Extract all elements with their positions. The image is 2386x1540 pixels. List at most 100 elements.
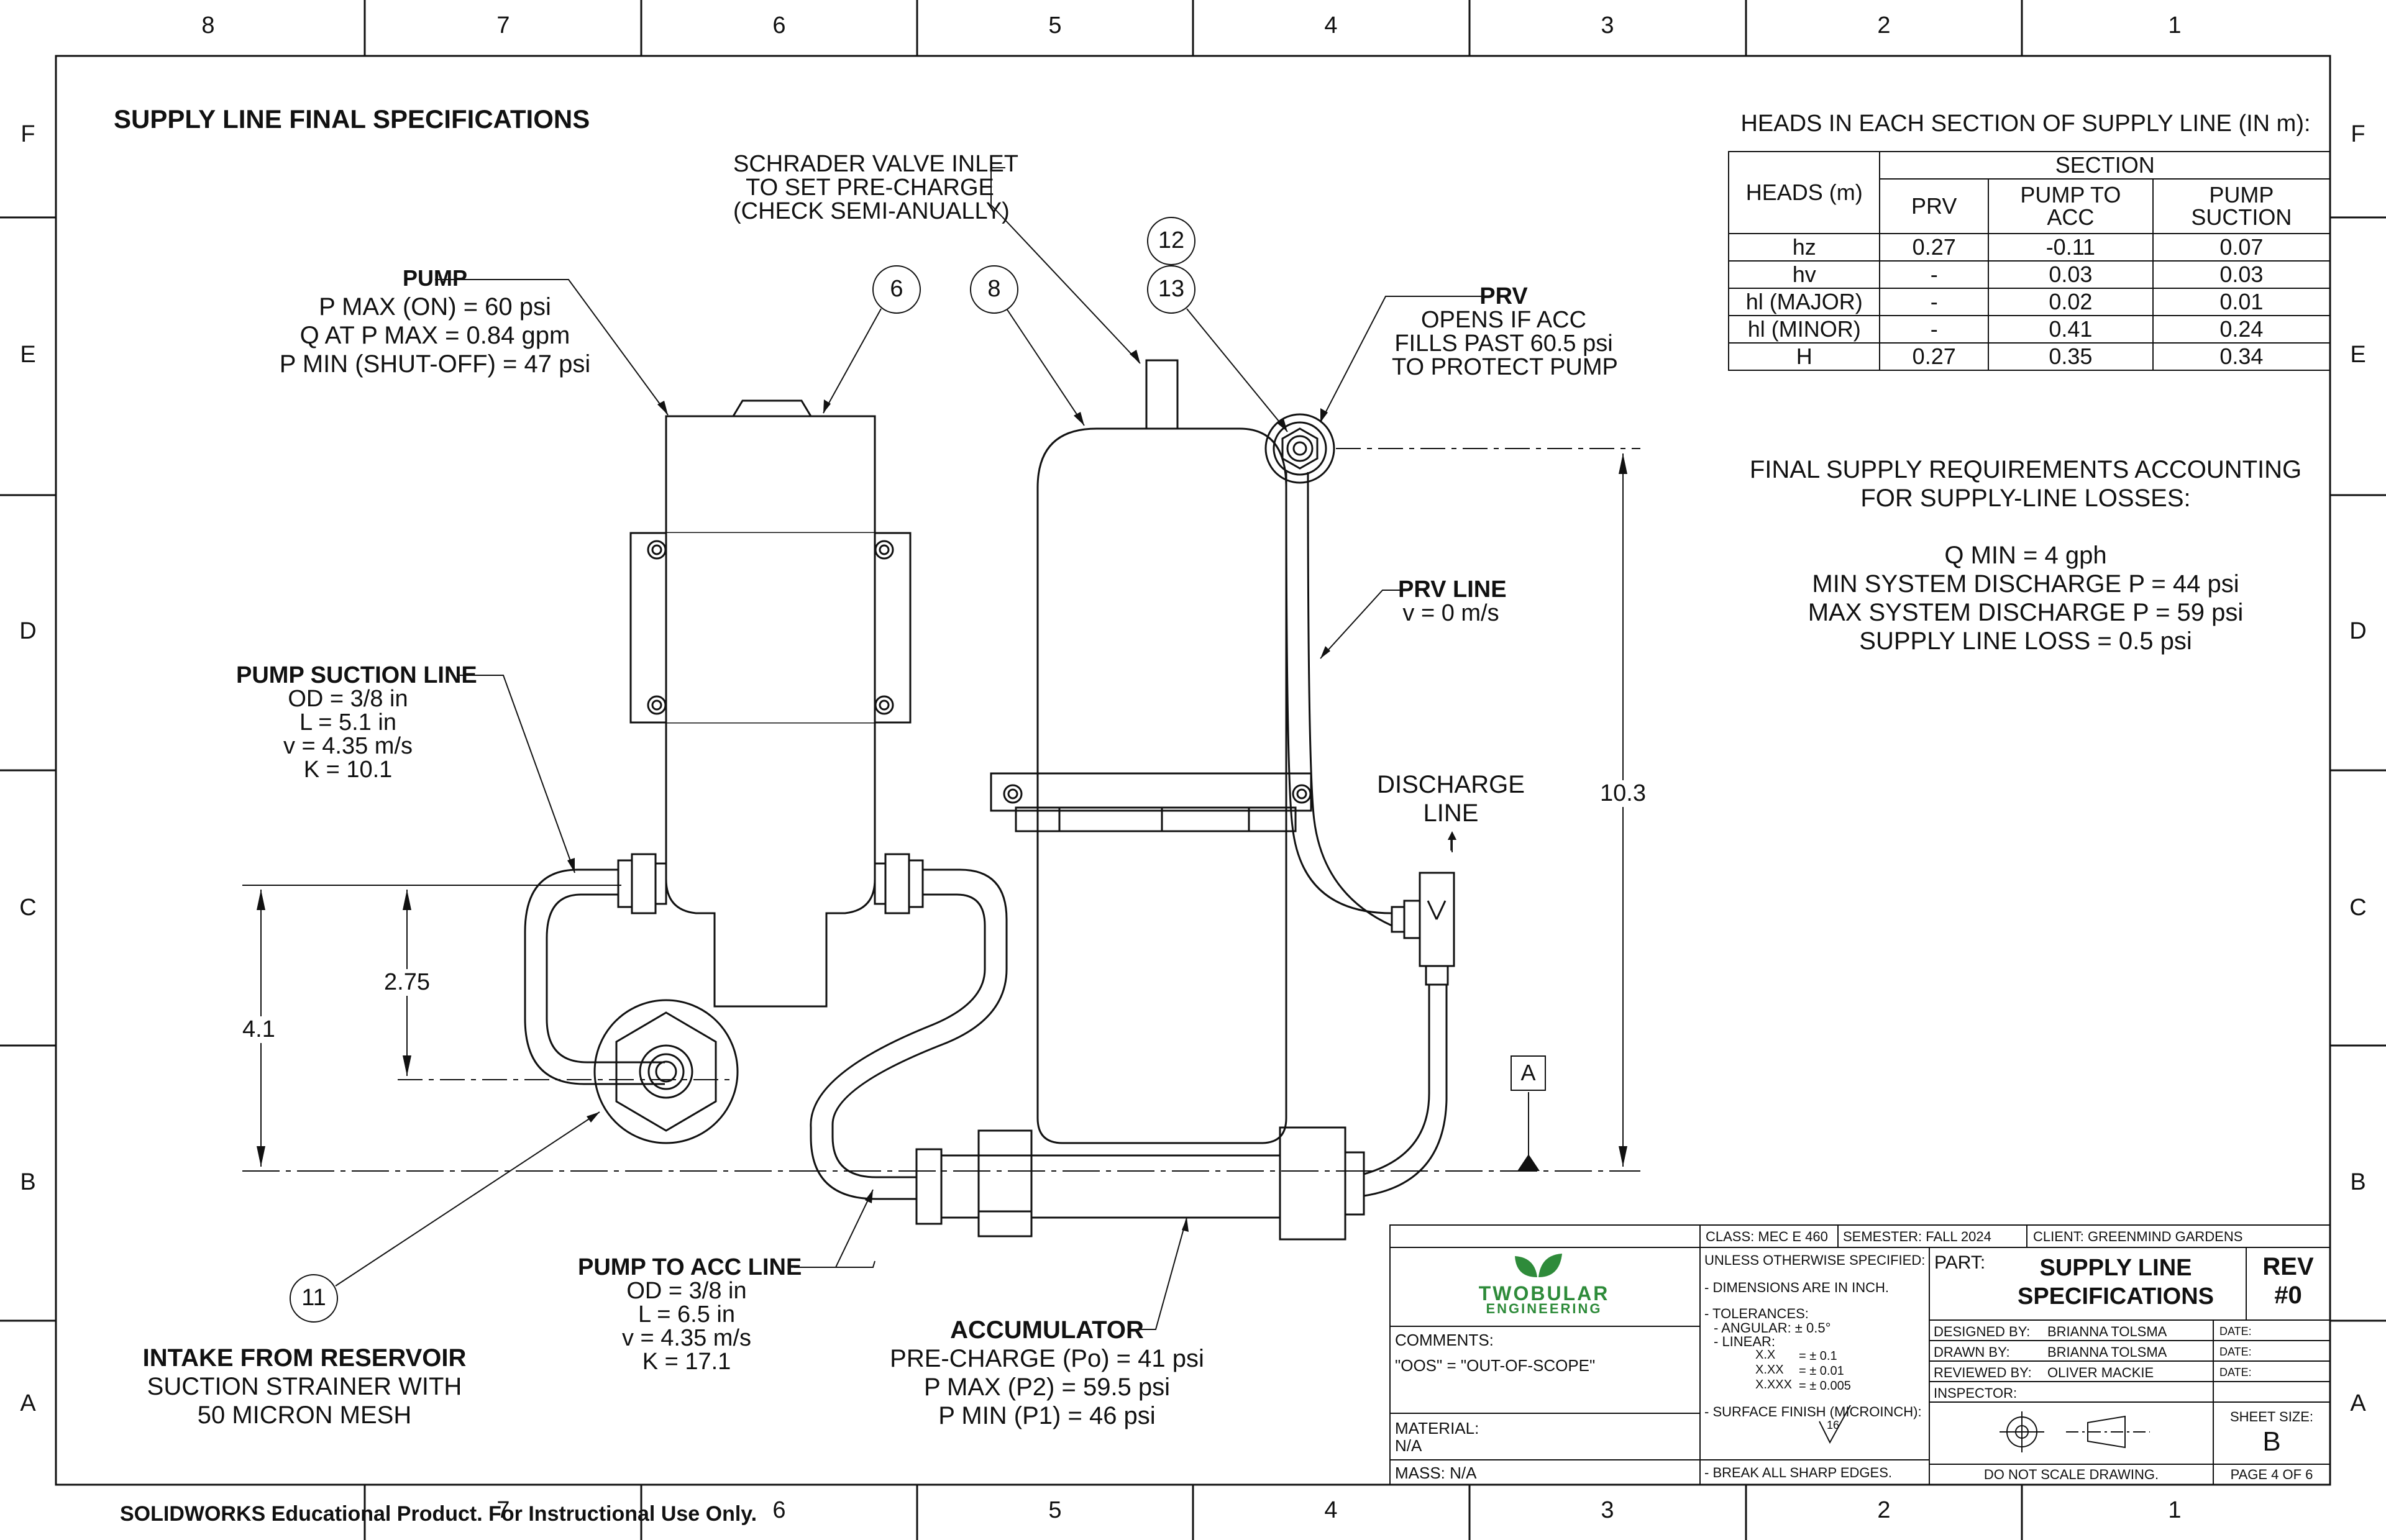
datum-label: A <box>1520 1060 1536 1085</box>
zone-label-bottom: 2 <box>1877 1497 1891 1523</box>
balloon-6: 6 <box>890 276 903 302</box>
prv-spec: TO PROTECT PUMP <box>1392 354 1618 380</box>
pump-suction-spec: K = 10.1 <box>303 757 393 783</box>
designed-by-label: DESIGNED BY: <box>1934 1324 2031 1339</box>
zone-label-left: A <box>20 1390 36 1416</box>
zone-label-left: C <box>19 895 37 921</box>
tolerances-note: - TOLERANCES: <box>1704 1306 1809 1321</box>
unless-note: UNLESS OTHERWISE SPECIFIED: <box>1704 1252 1926 1268</box>
comments-label: COMMENTS: <box>1395 1331 1494 1349</box>
rev-value: #0 <box>2274 1282 2302 1309</box>
heads-table: HEADS (m) SECTION PRV PUMP TO ACC PUMP S… <box>1727 151 2331 371</box>
dimension-4-1: 4.1 <box>242 1016 275 1043</box>
date-label: DATE: <box>2219 1325 2252 1337</box>
prv-line-spec: v = 0 m/s <box>1402 600 1499 626</box>
pump-callout: PUMP P MAX (ON) = 60 psi Q AT P MAX = 0.… <box>261 264 609 378</box>
accumulator-title: ACCUMULATOR <box>950 1316 1144 1344</box>
tol-x-label: X.X <box>1755 1348 1776 1362</box>
requirements-heading: FOR SUPPLY-LINE LOSSES: <box>1860 485 2191 512</box>
zone-label-top: 5 <box>1048 12 1062 39</box>
accumulator-spec: P MIN (P1) = 46 psi <box>938 1402 1156 1429</box>
zone-label-top: 2 <box>1877 12 1891 39</box>
accumulator-spec: P MAX (P2) = 59.5 psi <box>923 1374 1171 1401</box>
discharge-line: LINE <box>1423 800 1479 827</box>
cell: 0.35 <box>1987 342 2154 371</box>
surface-note: - SURFACE FINISH (MICROINCH): <box>1704 1404 1922 1419</box>
table-row: hz 0.27 -0.11 0.07 <box>1727 233 2331 262</box>
dimension-10-3: 10.3 <box>1600 780 1646 807</box>
part-name: SUPPLY LINE SPECIFICATIONS <box>2007 1254 2224 1311</box>
page-number: PAGE 4 OF 6 <box>2230 1467 2313 1482</box>
client-field: CLIENT: GREENMIND GARDENS <box>2033 1229 2243 1244</box>
solidworks-watermark: SOLIDWORKS Educational Product. For Inst… <box>120 1502 757 1526</box>
pump-title: PUMP <box>402 265 467 291</box>
cell: 0.24 <box>2152 315 2331 344</box>
tol-xxx-value: = ± 0.005 <box>1799 1379 1851 1393</box>
intake-spec: 50 MICRON MESH <box>197 1401 412 1429</box>
leaf-logo-icon <box>1515 1254 1562 1277</box>
date-label: DATE: <box>2219 1366 2252 1378</box>
table-row: hl (MINOR) - 0.41 0.24 <box>1727 315 2331 344</box>
pump-to-acc-spec: K = 17.1 <box>642 1349 731 1375</box>
zone-label-bottom: 1 <box>2168 1497 2182 1523</box>
discharge-line: DISCHARGE <box>1377 771 1525 798</box>
zone-label-bottom: 5 <box>1048 1497 1062 1523</box>
zone-label-right: F <box>2351 121 2365 147</box>
date-label: DATE: <box>2219 1346 2252 1358</box>
requirement-line: MIN SYSTEM DISCHARGE P = 44 psi <box>1812 570 2239 598</box>
table-row: H 0.27 0.35 0.34 <box>1727 342 2331 371</box>
zone-label-bottom: 3 <box>1601 1497 1614 1523</box>
cell: - <box>1879 260 1989 289</box>
row-name: hl (MAJOR) <box>1727 288 1881 316</box>
balloon-8: 8 <box>987 276 1001 302</box>
class-field: CLASS: MEC E 460 <box>1706 1229 1828 1244</box>
balloon-11: 11 <box>301 1285 326 1311</box>
zone-label-top: 6 <box>772 12 786 39</box>
pump-to-acc-spec: v = 4.35 m/s <box>621 1325 752 1351</box>
prv-spec: OPENS IF ACC <box>1420 307 1587 333</box>
cell: 0.03 <box>2152 260 2331 289</box>
drawn-by-value: BRIANNA TOLSMA <box>2047 1344 2167 1360</box>
column-header: PUMP SUCTION <box>2152 178 2331 234</box>
zone-label-bottom: 6 <box>772 1497 786 1523</box>
zone-label-left: F <box>21 121 35 147</box>
drawn-by-label: DRAWN BY: <box>1934 1344 2010 1360</box>
drawing-title: SUPPLY LINE FINAL SPECIFICATIONS <box>114 104 590 134</box>
cell: 0.03 <box>1987 260 2154 289</box>
table-row: hv - 0.03 0.03 <box>1727 260 2331 289</box>
reviewed-by-label: REVIEWED BY: <box>1934 1365 2032 1380</box>
zone-label-right: A <box>2350 1390 2366 1416</box>
zone-label-right: D <box>2349 618 2367 644</box>
schrader-line: (CHECK SEMI-ANUALLY) <box>733 198 1010 224</box>
tol-xx-value: = ± 0.01 <box>1799 1364 1844 1378</box>
material-value: N/A <box>1395 1436 1422 1455</box>
no-scale-note: DO NOT SCALE DRAWING. <box>1983 1467 2159 1482</box>
prv-spec: FILLS PAST 60.5 psi <box>1394 330 1613 357</box>
part-name-line: SUPPLY LINE <box>2039 1255 2192 1281</box>
inspector-label: INSPECTOR: <box>1934 1385 2018 1401</box>
dimension-2-75: 2.75 <box>384 969 430 996</box>
comments-value: "OOS" = "OUT-OF-SCOPE" <box>1395 1356 1596 1375</box>
section-header: SECTION <box>1879 151 2331 180</box>
surface-value: 16 <box>1827 1419 1840 1431</box>
cell: 0.07 <box>2152 233 2331 262</box>
column-header: PRV <box>1879 178 1989 234</box>
zone-label-right: E <box>2350 342 2366 368</box>
prv-title: PRV <box>1479 283 1528 309</box>
pump-spec: Q AT P MAX = 0.84 gpm <box>299 322 570 349</box>
requirements-heading: FINAL SUPPLY REQUIREMENTS ACCOUNTING <box>1749 456 2302 483</box>
logo-name: TWOBULAR <box>1478 1282 1610 1305</box>
heads-table-caption: HEADS IN EACH SECTION OF SUPPLY LINE (IN… <box>1740 111 2311 137</box>
dims-note: - DIMENSIONS ARE IN INCH. <box>1704 1280 1890 1295</box>
sheet-size-value: B <box>2262 1426 2281 1457</box>
row-name: hz <box>1727 233 1881 262</box>
pump-suction-title: PUMP SUCTION LINE <box>236 662 477 688</box>
zone-label-left: D <box>19 618 37 644</box>
zone-label-top: 1 <box>2168 12 2182 39</box>
accumulator-spec: PRE-CHARGE (Po) = 41 psi <box>890 1345 1204 1372</box>
tol-xx-label: X.XX <box>1755 1363 1784 1377</box>
pump-to-acc-title: PUMP TO ACC LINE <box>578 1254 802 1280</box>
cell: - <box>1879 288 1989 316</box>
